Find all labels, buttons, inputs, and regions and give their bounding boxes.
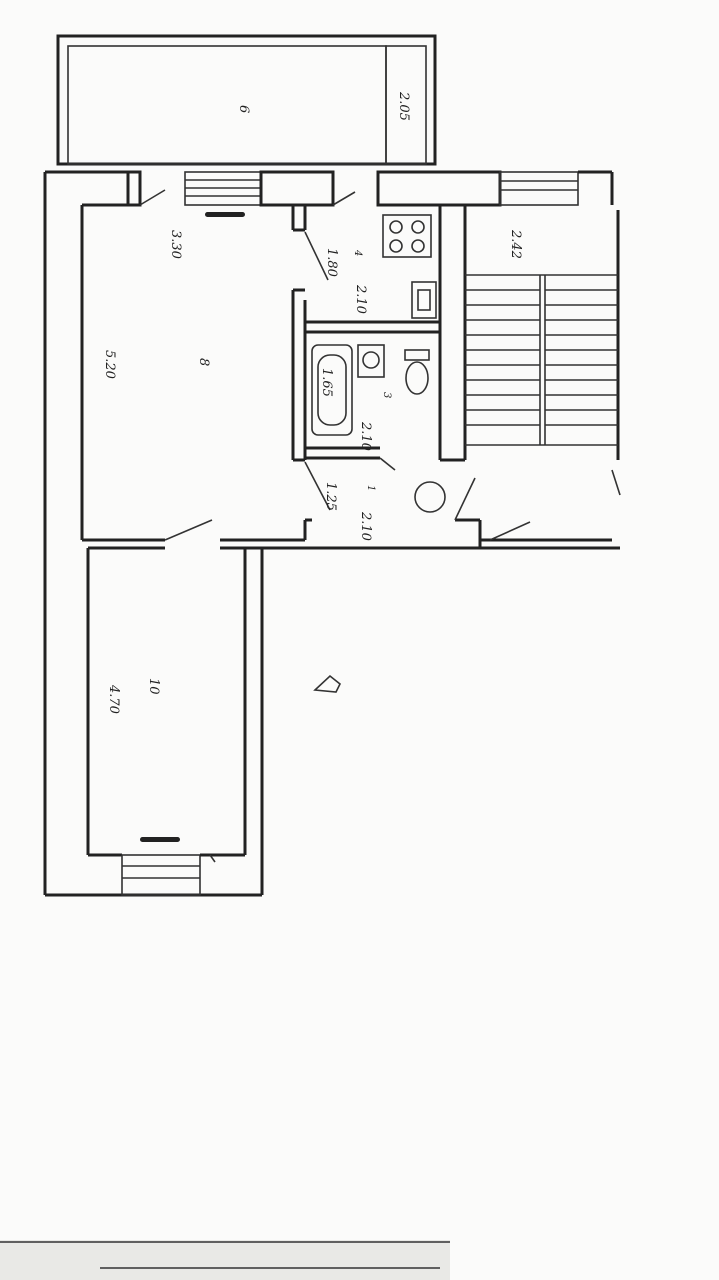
balcony-dimension: 2.05 (396, 91, 411, 121)
washbasin-icon (357, 344, 385, 378)
bedroom-number: 10 (146, 678, 161, 695)
hall-width: 2.10 (358, 511, 373, 541)
radiator-living (205, 212, 245, 217)
bathtub-icon (311, 344, 353, 436)
pencil-mark-icon (313, 674, 342, 693)
living-length: 5.20 (102, 350, 117, 379)
outer-walls (43, 170, 612, 897)
kitchen-length: 1.80 (324, 248, 339, 277)
hall-number: 1 (365, 485, 376, 491)
bathroom-width: 2.10 (358, 421, 373, 451)
bedroom-length: 4.70 (106, 684, 121, 714)
bottom-frame (0, 1240, 450, 1280)
bathroom-number: 3 (381, 392, 392, 398)
hall-length: 1.25 (323, 482, 338, 511)
living-number: 8 (196, 358, 211, 366)
toilet-icon (404, 349, 430, 395)
kitchen-number: 4 (352, 249, 363, 256)
kitchen-width: 2.10 (353, 284, 368, 314)
balcony-number: 6 (236, 105, 251, 113)
stairwell-width: 2.42 (508, 229, 523, 259)
labels: 6 2.05 3.30 5.20 8 1.80 4 2.10 1.65 3 2.… (102, 91, 523, 714)
hall-round-fixture-icon (414, 481, 446, 513)
tub-length: 1.65 (319, 368, 334, 397)
stove-icon (382, 214, 432, 258)
balcony (56, 34, 437, 166)
kitchen-sink-icon (411, 281, 437, 319)
living-width: 3.30 (168, 230, 183, 259)
doors (139, 189, 621, 863)
stairs (465, 274, 618, 446)
radiator-bedroom (140, 837, 180, 842)
